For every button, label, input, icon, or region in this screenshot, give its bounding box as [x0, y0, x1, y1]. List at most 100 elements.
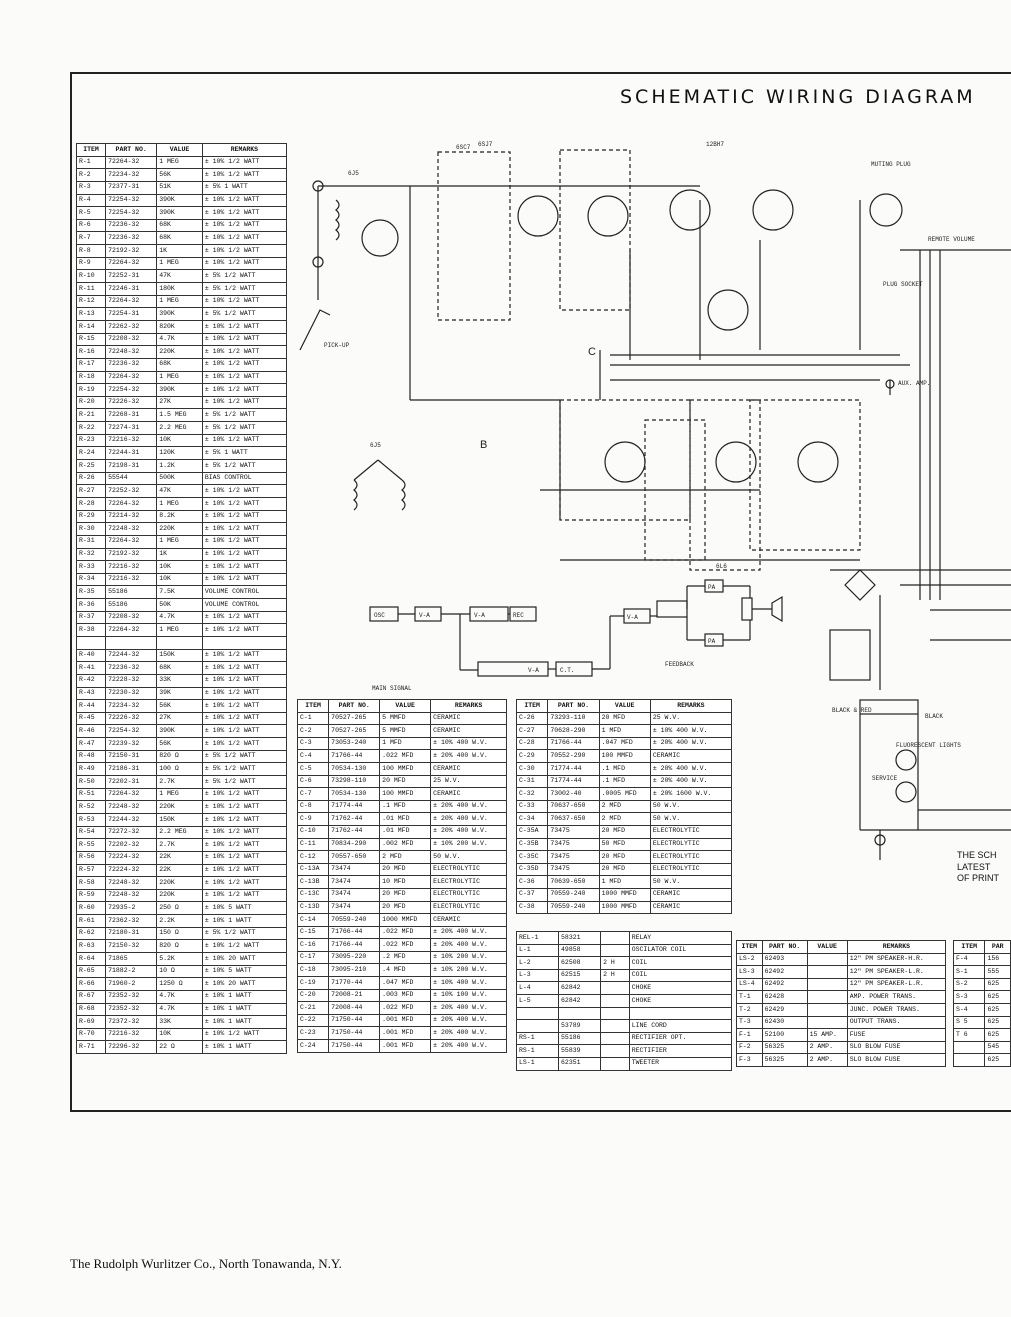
remote-volume-label: REMOTE VOLUME [928, 236, 975, 243]
table-row: 625 [952, 1053, 1011, 1067]
table-cell: C-33 [515, 799, 549, 814]
tube-label-6sj7: 6SJ7 [478, 141, 493, 148]
block-ct: C.T. [560, 667, 574, 674]
table-cell: 625 [984, 1053, 1011, 1067]
sheet-border [70, 72, 1011, 1112]
block-osc: OSC [374, 612, 385, 619]
main-signal-label: MAIN SIGNAL [372, 685, 412, 692]
block-va-4: V-A [627, 614, 638, 621]
table-cell: 55544 [105, 471, 158, 486]
table-cell: 58321 [558, 931, 602, 945]
table-cell: R-27 [75, 484, 107, 498]
table-cell: RECTIFIER OPT. [628, 1031, 733, 1046]
note-line: OF PRINT [957, 873, 999, 884]
service-label: SERVICE [872, 775, 898, 782]
table-cell: R-71 [75, 1040, 107, 1055]
tube-label-6l6: 6L6 [716, 563, 727, 570]
aux-amp-label: AUX. AMP. [898, 380, 930, 387]
feedback-label: FEEDBACK [665, 661, 694, 668]
table-cell: ± 10% 1 WATT [201, 1015, 288, 1029]
table-cell: C-15 [296, 925, 330, 940]
muting-plug-label: MUTING PLUG [871, 161, 911, 168]
table-cell: C-24 [296, 1039, 330, 1053]
tube-label-6j5-osc: 6J5 [370, 442, 381, 449]
table-cell: 62842 [558, 981, 602, 995]
table-cell: R-7 [75, 231, 107, 246]
table-cell: 2 AMP. [806, 1053, 848, 1067]
table-cell: .022 MFD [379, 1001, 432, 1015]
table-cell: C-38 [515, 900, 549, 915]
table-cell: 545 [984, 1040, 1011, 1055]
block-va-2: V-A [474, 612, 485, 619]
table-cell: LS-1 [515, 1056, 560, 1071]
table-cell: 62351 [558, 1056, 602, 1071]
black-label: BLACK [925, 713, 943, 720]
table-cell: ± 10% 1 WATT [201, 1040, 288, 1055]
table-cell [952, 1053, 986, 1067]
table-cell: ± 10% 1/2 WATT [201, 825, 288, 840]
table-row [75, 635, 288, 650]
page-title: SCHEMATIC WIRING DIAGRAM [620, 86, 976, 108]
block-va-3: V-A [528, 667, 539, 674]
footer-company: The Rudolph Wurlitzer Co., North Tonawan… [70, 1256, 342, 1271]
table-cell: 100 MMFD [379, 787, 432, 801]
table-cell: R-42 [75, 673, 107, 688]
note-line: LATEST [957, 861, 991, 872]
pick-up-label: PICK-UP [324, 342, 350, 349]
table-cell: 62515 [558, 968, 602, 983]
